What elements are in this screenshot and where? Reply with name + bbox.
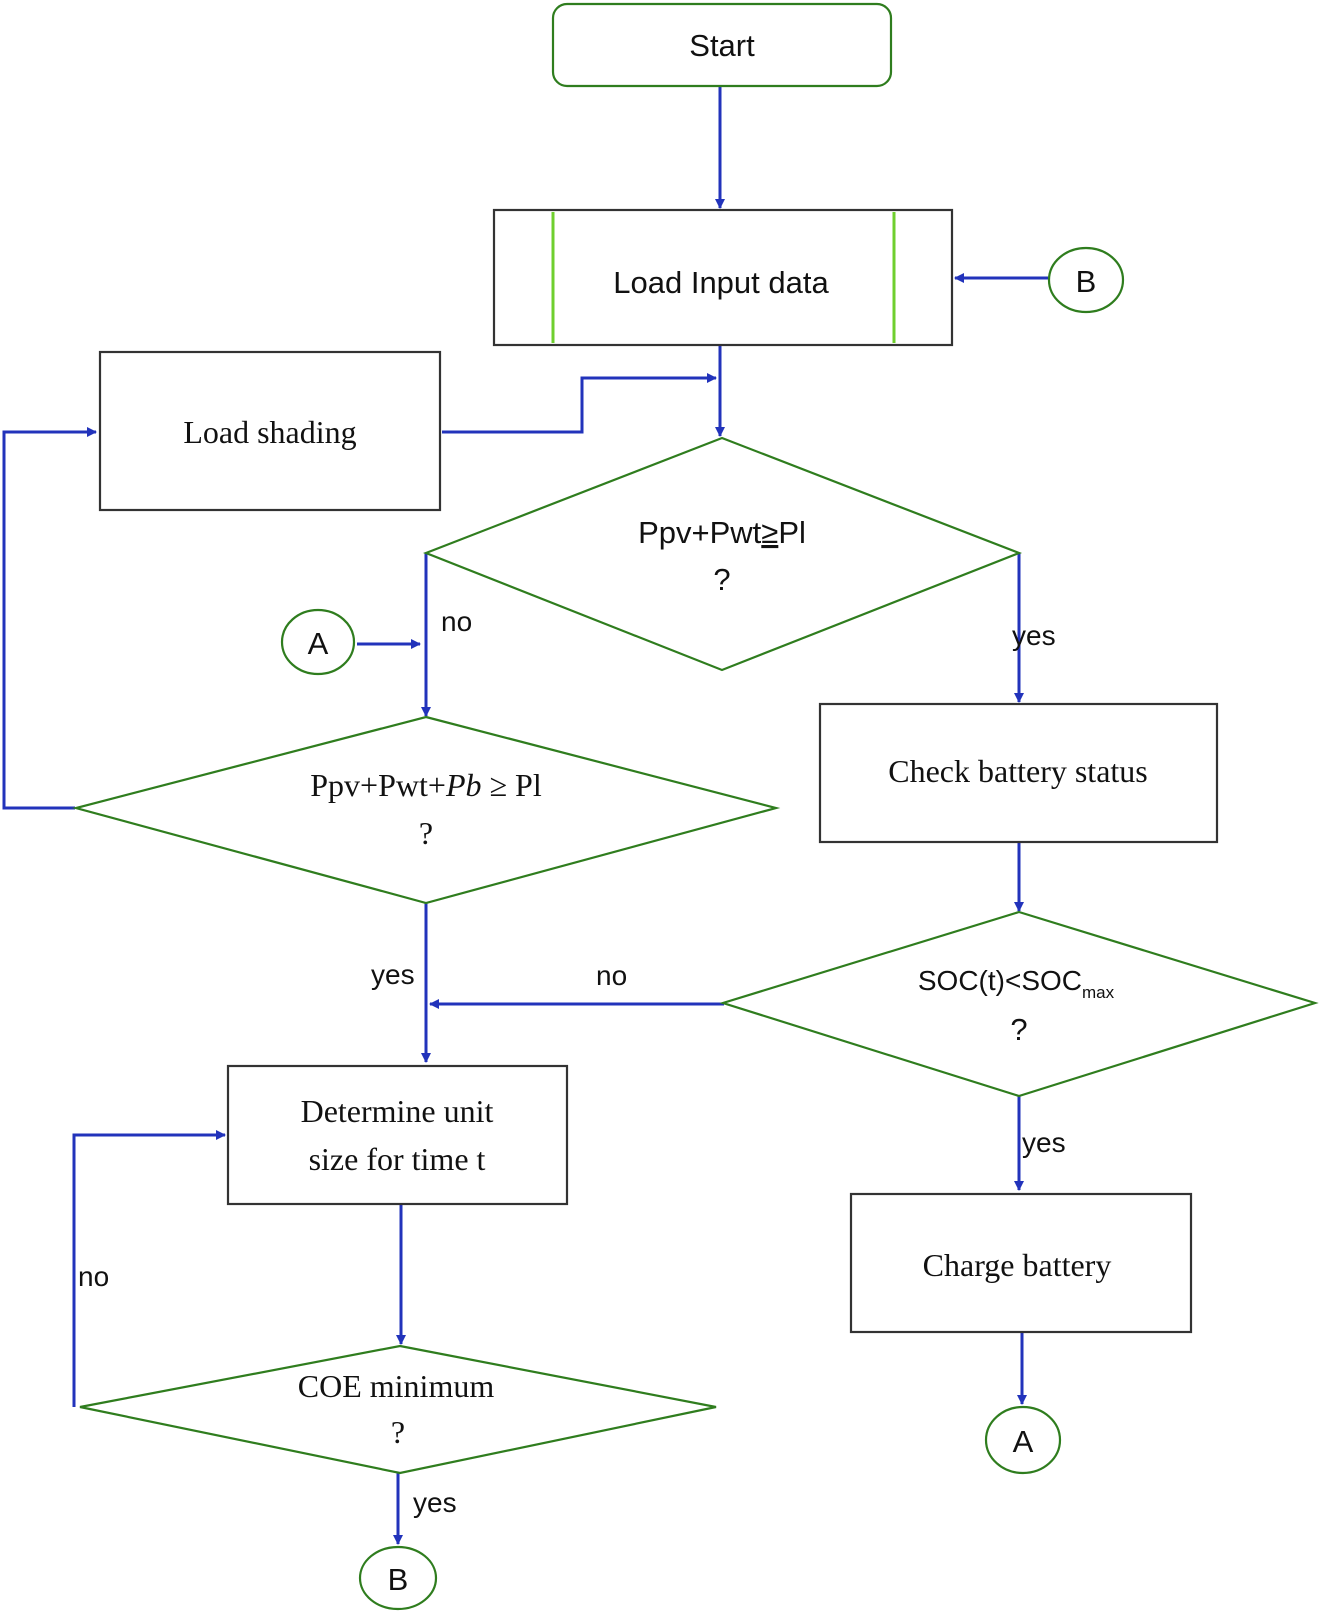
- label-coe-yes: yes: [413, 1487, 457, 1518]
- connector-a-bottom-label: A: [1013, 1424, 1034, 1459]
- label-decision2-yes: yes: [371, 959, 415, 990]
- connector-b-bottom: B: [358, 1545, 438, 1611]
- soc-text: SOC(t)<SOCmax: [918, 965, 1115, 1002]
- label-soc-yes: yes: [1022, 1127, 1066, 1158]
- decision2-question: ?: [419, 815, 433, 851]
- connector-a-bottom: A: [984, 1405, 1062, 1475]
- start-label: Start: [689, 28, 755, 63]
- load-input-label: Load Input data: [613, 265, 829, 300]
- label-soc-no: no: [596, 960, 627, 991]
- decision-soc-check: SOC(t)<SOCmax ?: [719, 910, 1319, 1098]
- coe-line1: COE minimum: [298, 1368, 495, 1404]
- decision-power-check: Ppv+Pwt≥Pl ?: [422, 436, 1023, 672]
- load-input-process: Load Input data: [492, 208, 954, 347]
- edge-labels: no yes yes no yes no yes: [78, 606, 1066, 1518]
- determine-unit-box: Determine unit size for time t: [226, 1064, 569, 1206]
- decision2-text: Ppv+Pwt+Pb ≥ Pl: [310, 767, 542, 803]
- determine-line2: size for time t: [309, 1141, 486, 1177]
- edge-coe-no: [72, 1130, 226, 1407]
- decision1-text: Ppv+Pwt≥Pl: [638, 515, 806, 550]
- determine-line1: Determine unit: [301, 1093, 494, 1129]
- coe-question: ?: [391, 1414, 405, 1450]
- connector-a-left-label: A: [308, 626, 329, 661]
- load-shading-label: Load shading: [183, 414, 356, 450]
- label-coe-no: no: [78, 1261, 109, 1292]
- check-battery-box: Check battery status: [818, 702, 1219, 844]
- soc-question: ?: [1010, 1012, 1027, 1047]
- start-terminator: Start: [551, 2, 893, 88]
- decision-coe-minimum: COE minimum ?: [79, 1344, 717, 1475]
- connector-b-bottom-label: B: [388, 1562, 409, 1597]
- check-battery-label: Check battery status: [888, 753, 1147, 789]
- edge-shading-to-merge: [442, 373, 717, 434]
- connector-b-top-label: B: [1076, 264, 1097, 299]
- charge-battery-label: Charge battery: [923, 1247, 1112, 1283]
- label-decision1-no: no: [441, 606, 472, 637]
- decision-power-battery-check: Ppv+Pwt+Pb ≥ Pl ?: [71, 715, 781, 905]
- edge-decision2-to-shading: [2, 427, 97, 810]
- connector-b-top: B: [1047, 246, 1125, 314]
- flow-lines: [2, 86, 1048, 1545]
- load-shading-box: Load shading: [98, 350, 442, 512]
- decision1-question: ?: [713, 562, 730, 597]
- connector-a-left: A: [280, 608, 356, 676]
- label-decision1-yes: yes: [1012, 620, 1056, 651]
- charge-battery-box: Charge battery: [849, 1192, 1193, 1334]
